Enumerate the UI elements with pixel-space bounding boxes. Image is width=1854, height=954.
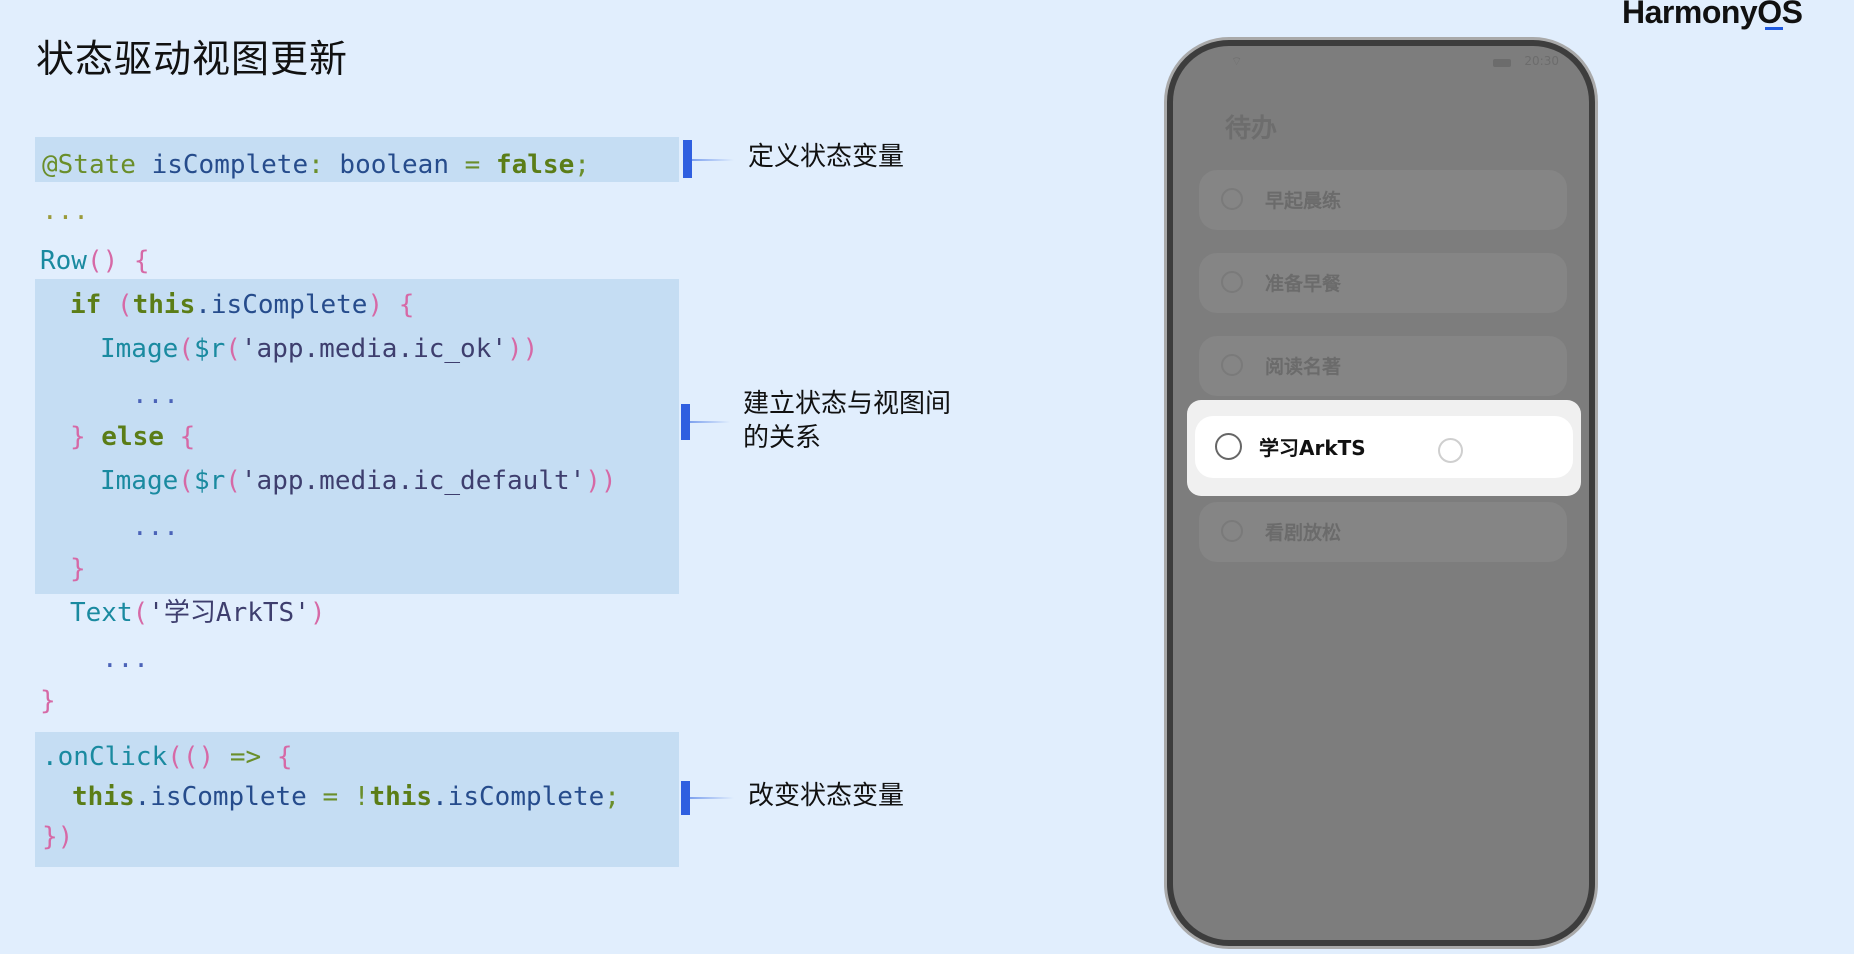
cursor-ring-icon bbox=[1438, 438, 1463, 463]
annotation-marker bbox=[681, 404, 690, 440]
code-line-assign: this.isComplete = !this.isComplete; bbox=[72, 782, 620, 812]
note-relation: 建立状态与视图间 的关系 bbox=[743, 389, 952, 453]
todo-item-highlighted[interactable]: 学习ArkTS bbox=[1195, 416, 1573, 478]
annotation-marker bbox=[681, 781, 690, 815]
code-line-close-if: } bbox=[70, 554, 86, 584]
code-line-else: } else { bbox=[70, 422, 196, 452]
code-block-state bbox=[35, 137, 679, 182]
code-line-dots: ... bbox=[132, 380, 179, 410]
annotation-connector bbox=[690, 797, 734, 799]
code-line-dots: ... bbox=[102, 644, 149, 674]
code-line-row: Row() { bbox=[40, 246, 150, 276]
code-line-if: if (this.isComplete) { bbox=[70, 290, 415, 320]
code-line-image-default: Image($r('app.media.ic_default')) bbox=[100, 466, 617, 496]
annotation-connector bbox=[690, 421, 730, 423]
note-define-state: 定义状态变量 bbox=[748, 142, 905, 172]
code-line-close-click: }) bbox=[42, 822, 74, 852]
todo-item[interactable]: 阅读名著 bbox=[1199, 336, 1567, 396]
logo-accent bbox=[1765, 27, 1783, 30]
note-change-state: 改变状态变量 bbox=[748, 781, 905, 811]
checkbox-icon[interactable] bbox=[1221, 354, 1243, 376]
code-line-onclick: .onClick(() => { bbox=[42, 742, 293, 772]
todo-title: 待办 bbox=[1225, 114, 1278, 144]
code-block-relation bbox=[35, 279, 679, 594]
todo-item[interactable]: 看剧放松 bbox=[1199, 502, 1567, 562]
wifi-icon: ⌔ bbox=[1231, 54, 1243, 68]
todo-item[interactable]: 准备早餐 bbox=[1199, 253, 1567, 313]
annotation-connector bbox=[692, 159, 734, 161]
battery-icon bbox=[1493, 59, 1511, 67]
checkbox-icon[interactable] bbox=[1215, 433, 1242, 460]
code-line-text: Text('学习ArkTS') bbox=[70, 598, 326, 628]
code-block-onclick bbox=[35, 732, 679, 867]
phone-status-bar: ⌔ 20:30 bbox=[1173, 54, 1589, 74]
code-line-dots: ... bbox=[42, 196, 89, 226]
code-line-state: @State isComplete: boolean = false; bbox=[42, 150, 590, 180]
highlighted-todo-frame: 学习ArkTS bbox=[1187, 400, 1581, 496]
checkbox-icon[interactable] bbox=[1221, 520, 1243, 542]
annotation-marker bbox=[683, 140, 692, 178]
todo-item[interactable]: 早起晨练 bbox=[1199, 170, 1567, 230]
code-line-dots: ... bbox=[132, 512, 179, 542]
checkbox-icon[interactable] bbox=[1221, 188, 1243, 210]
code-editor: @State isComplete: boolean = false; ... … bbox=[36, 0, 620, 852]
page-title: 状态驱动视图更新 bbox=[36, 37, 349, 81]
checkbox-icon[interactable] bbox=[1221, 271, 1243, 293]
harmonyos-logo: HarmonyOS bbox=[1622, 0, 1803, 30]
status-time: 20:30 bbox=[1524, 54, 1559, 68]
code-line-image-ok: Image($r('app.media.ic_ok')) bbox=[100, 334, 539, 364]
code-line-close-row: } bbox=[40, 686, 56, 716]
